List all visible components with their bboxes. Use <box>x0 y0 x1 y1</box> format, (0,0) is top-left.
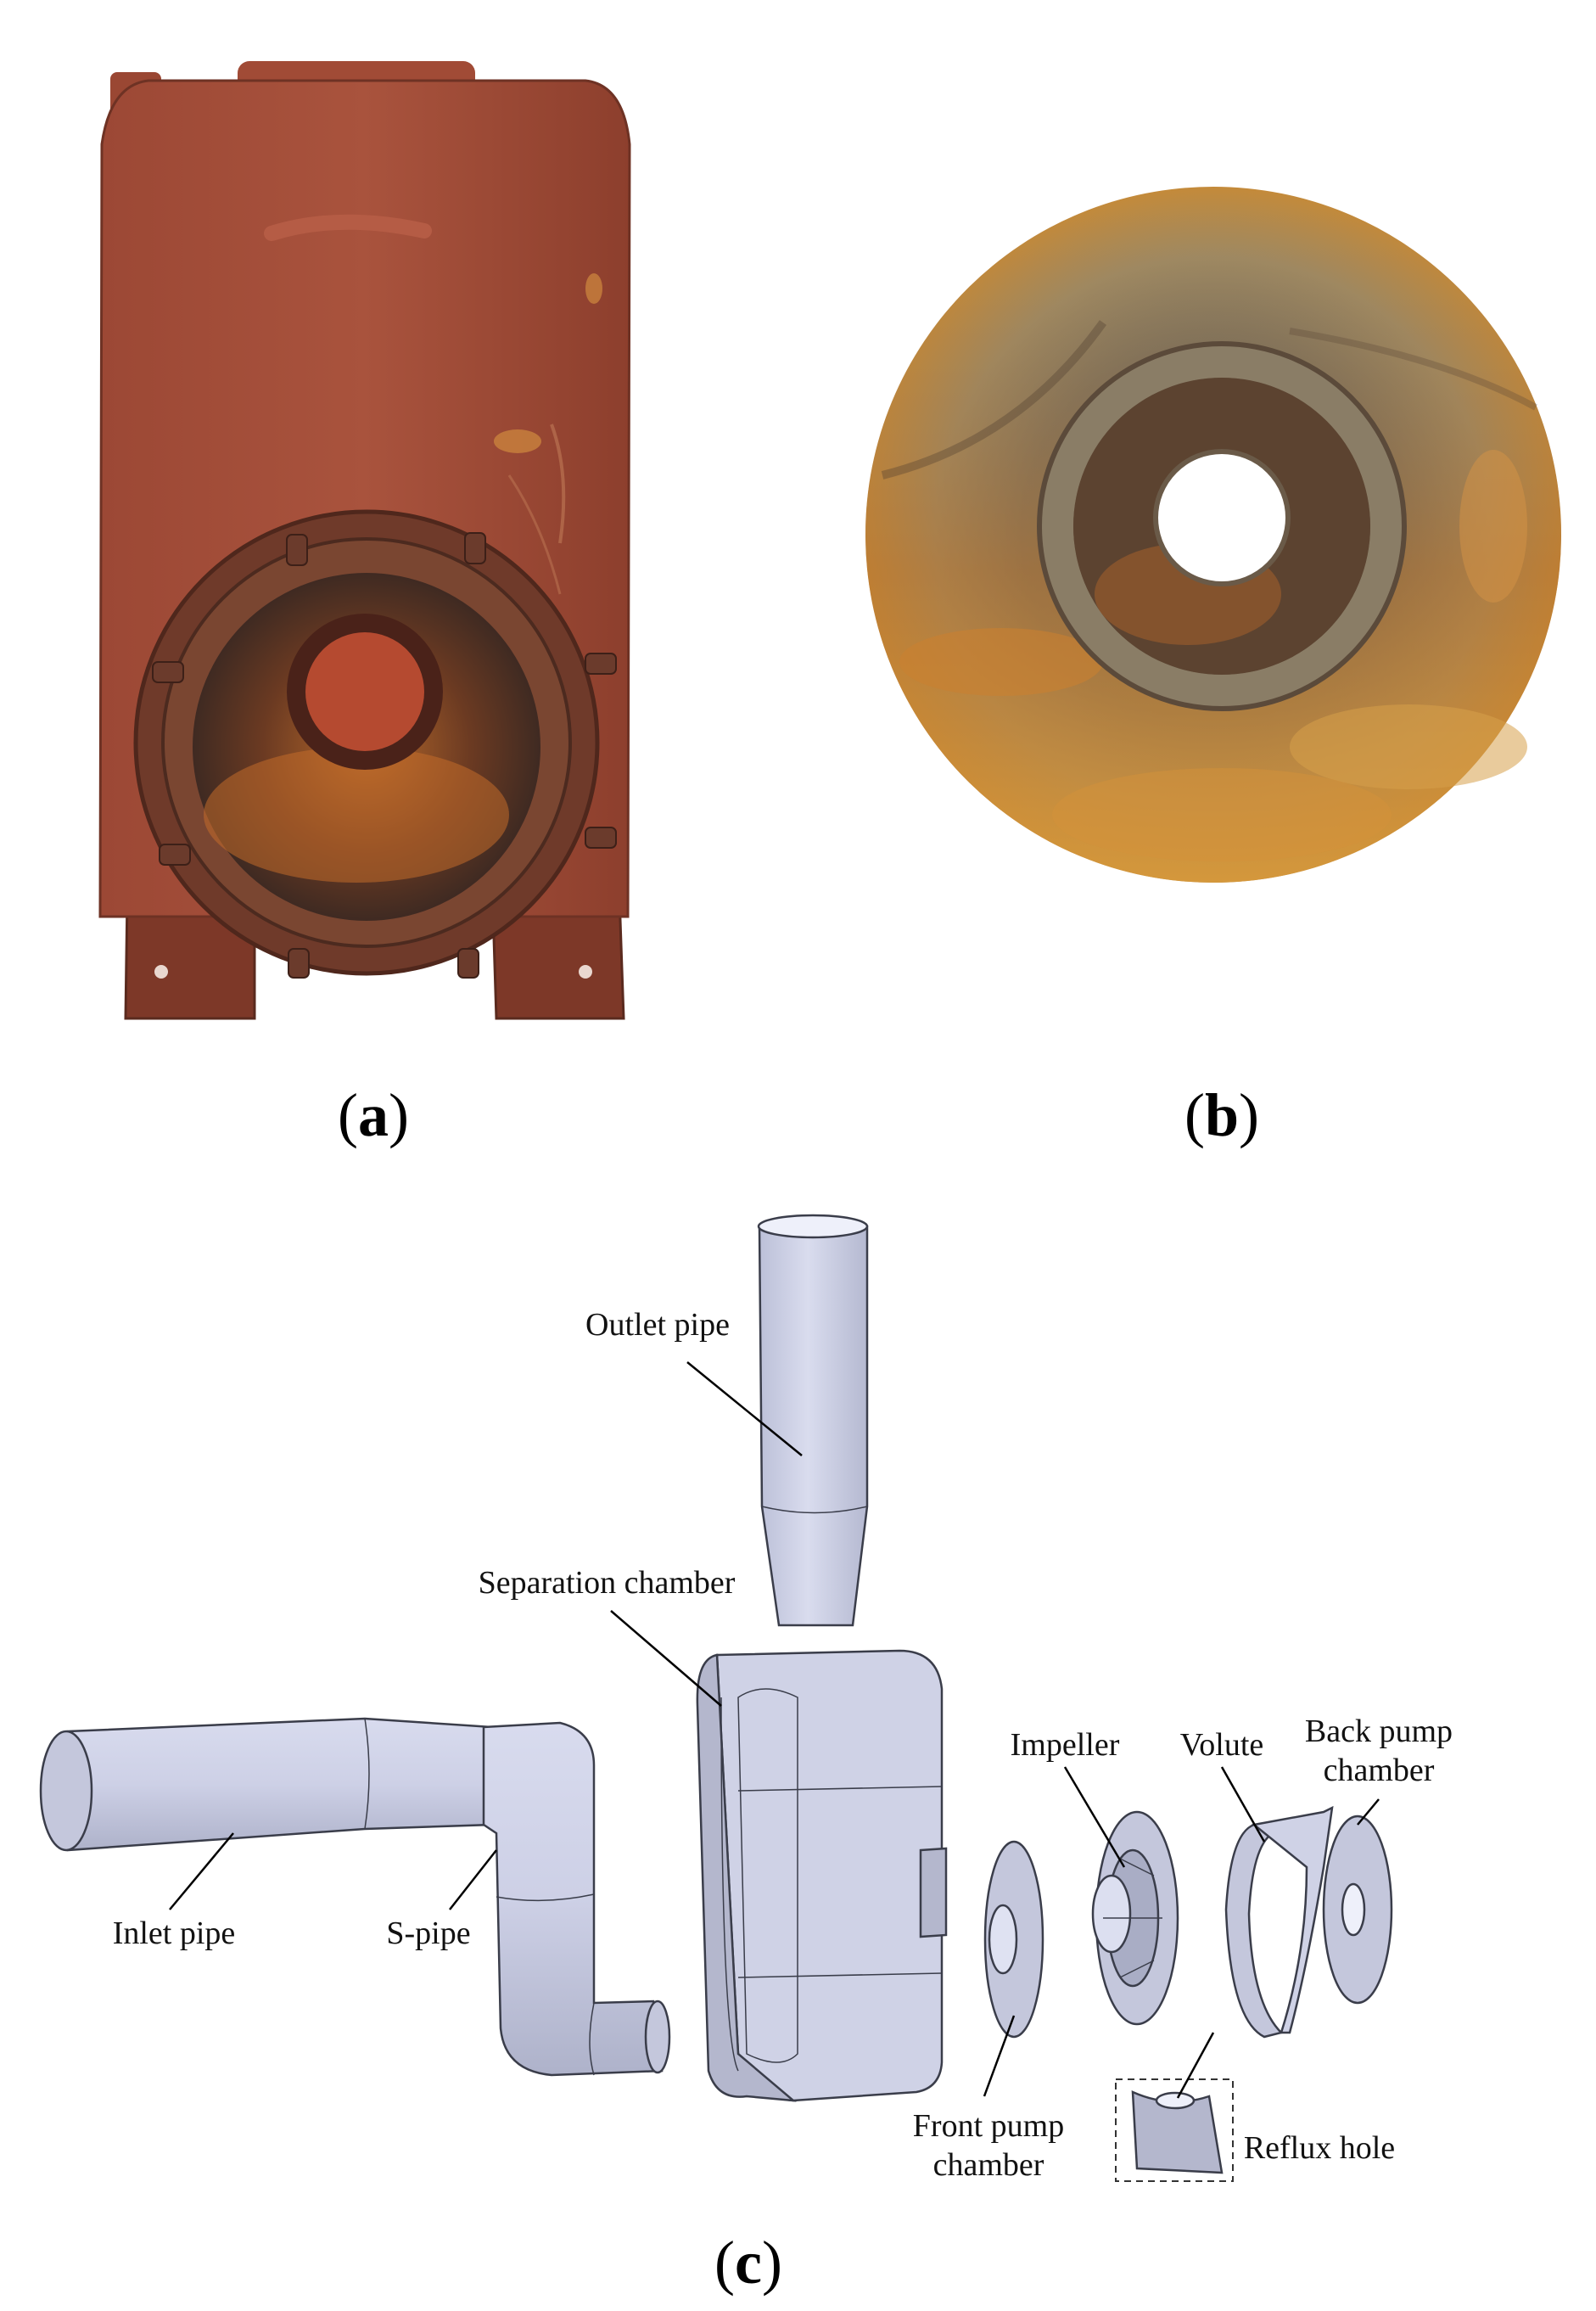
label-reflux-hole: Reflux hole <box>1244 2130 1395 2166</box>
leader-outlet-pipe <box>686 1361 803 1456</box>
panel-label-a: (a) <box>338 1081 409 1149</box>
label-outlet-pipe: Outlet pipe <box>585 1307 730 1343</box>
label-volute: Volute <box>1180 1727 1264 1763</box>
leader-inlet-pipe <box>169 1832 234 1910</box>
leader-front-pump-chamber <box>983 2015 1016 2097</box>
leader-back-pump-chamber <box>1357 1798 1380 1826</box>
leader-impeller <box>1063 1766 1126 1868</box>
model-volute <box>1224 1805 1334 2039</box>
reflux-hole-inset <box>1115 2078 1234 2182</box>
label-s-pipe: S-pipe <box>386 1916 470 1951</box>
label-inlet-pipe: Inlet pipe <box>113 1916 236 1951</box>
label-separation-chamber: Separation chamber <box>479 1565 736 1601</box>
model-outlet-pipe <box>757 1214 869 1627</box>
label-back-pump-chamber-line2: chamber <box>1324 1753 1435 1788</box>
leader-s-pipe <box>449 1849 497 1910</box>
leader-reflux-hole <box>1176 2032 1215 2099</box>
model-separation-chamber <box>696 1649 948 2102</box>
photo-pump-casing <box>98 61 631 1020</box>
model-front-pump-chamber <box>983 1840 1044 2039</box>
photo-casting-interior <box>865 187 1561 883</box>
leader-volute <box>1220 1766 1266 1843</box>
model-back-pump-chamber <box>1322 1815 1393 2005</box>
leader-lines <box>169 1361 1380 2099</box>
model-inlet-pipe <box>39 1717 494 1852</box>
panel-label-c: (c) <box>714 2229 782 2297</box>
svg-text:(a): (a) <box>338 1081 409 1149</box>
label-back-pump-chamber-line1: Back pump <box>1305 1714 1453 1749</box>
model-s-pipe <box>482 1721 671 2077</box>
part-labels: Outlet pipe Separation chamber Impeller … <box>113 1307 1453 2183</box>
label-front-pump-chamber-line2: chamber <box>933 2147 1044 2183</box>
panel-label-b: (b) <box>1184 1081 1259 1149</box>
svg-text:(c): (c) <box>714 2229 782 2297</box>
svg-text:(b): (b) <box>1184 1081 1259 1149</box>
label-impeller: Impeller <box>1011 1727 1120 1763</box>
label-front-pump-chamber-line1: Front pump <box>913 2108 1064 2144</box>
leader-separation-chamber <box>610 1610 722 1707</box>
model-impeller <box>1091 1810 1179 2026</box>
